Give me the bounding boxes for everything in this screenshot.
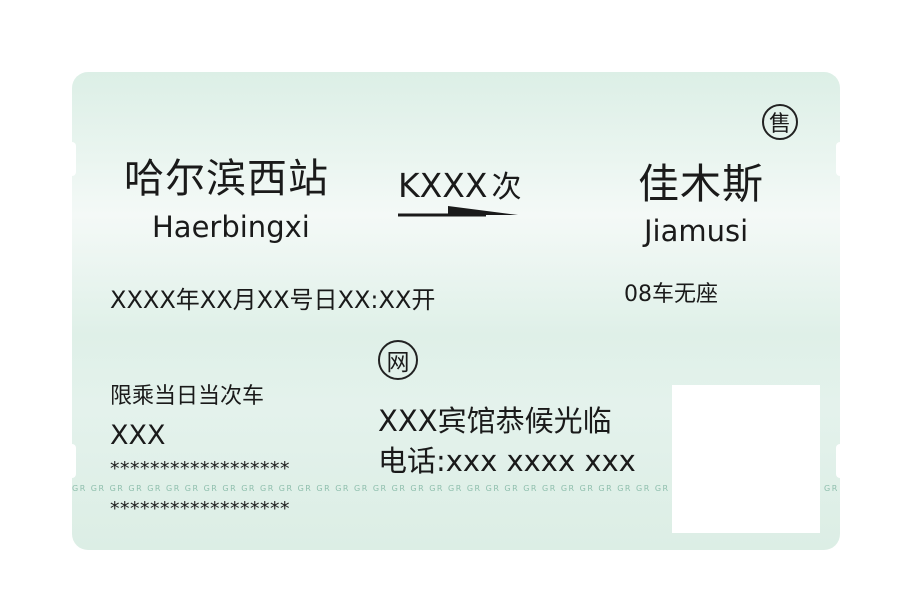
passenger-name: XXX	[110, 420, 166, 451]
sold-seal-icon: 售	[762, 104, 798, 140]
arrival-station-cn: 佳木斯	[638, 160, 764, 208]
seat-info: 08车无座	[624, 282, 718, 307]
ticket-notch-right-bottom	[836, 444, 840, 478]
masked-code-line: ******************	[110, 498, 290, 520]
departure-station-en: Haerbingxi	[152, 210, 310, 244]
ticket-notch-right-top	[836, 142, 840, 176]
hotel-phone-line: 电话:xxx xxxx xxx	[378, 444, 636, 478]
qr-code-placeholder	[672, 385, 820, 533]
departure-station-cn: 哈尔滨西站	[124, 156, 329, 202]
online-seal-icon: 网	[378, 340, 418, 380]
train-number-code: KXXX	[398, 166, 488, 205]
right-arrow-icon	[398, 206, 518, 217]
train-number-suffix: 次	[491, 170, 522, 205]
hotel-ad-line: XXX宾馆恭候光临	[378, 404, 612, 438]
departure-datetime: XXXX年XX月XX号日XX:XX开	[110, 286, 436, 314]
ticket-notch-left-top	[72, 142, 76, 176]
security-microprint: GR GR GR GR GR GR GR GR GR GR GR GR GR G…	[72, 484, 840, 493]
masked-id-line: ******************	[110, 458, 290, 480]
validity-note: 限乘当日当次车	[110, 384, 265, 409]
ticket-notch-left-bottom	[72, 444, 76, 478]
arrival-station-en: Jiamusi	[644, 214, 749, 248]
